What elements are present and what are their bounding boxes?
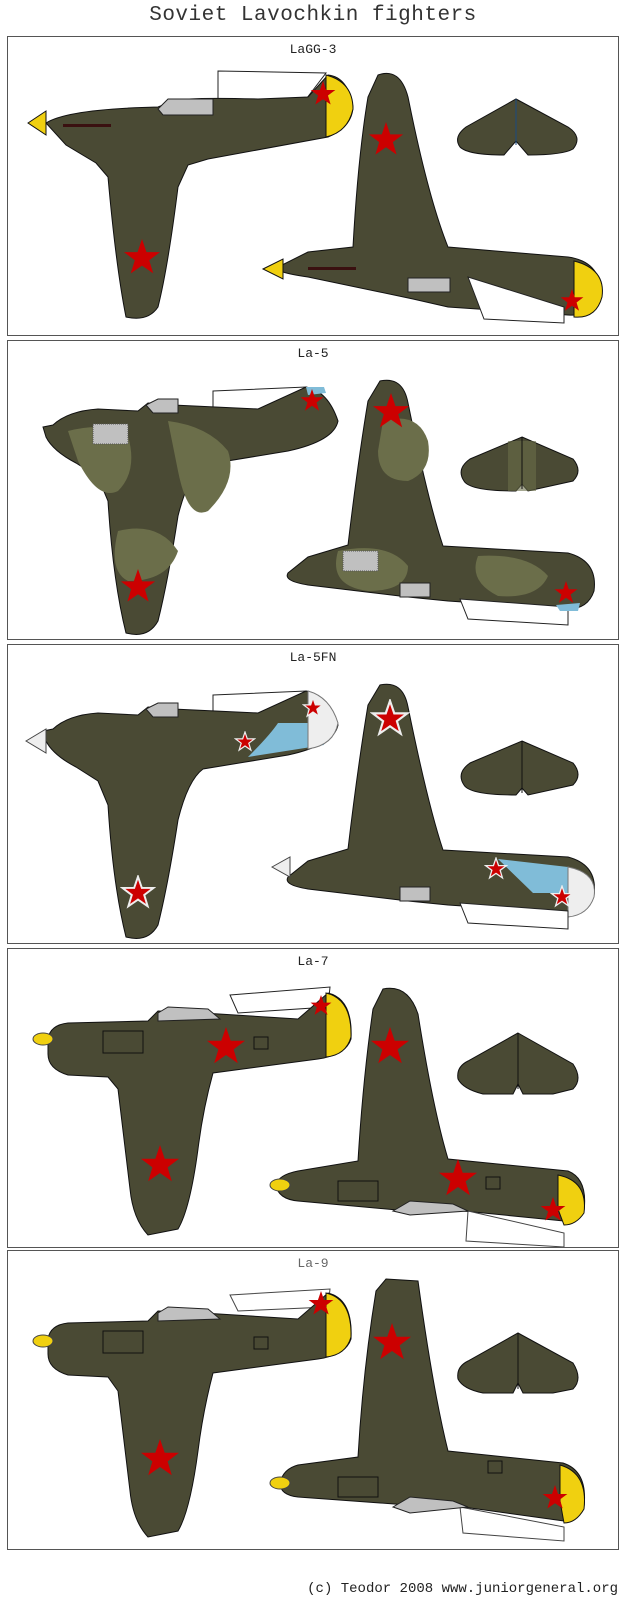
panel-title: La-9 (297, 1256, 329, 1271)
page-title: Soviet Lavochkin fighters (149, 4, 477, 27)
aircraft-illustration-la-5 (42, 379, 595, 635)
panel-title: La-5FN (289, 650, 337, 665)
aircraft-illustration-la-5fn (25, 683, 595, 939)
copyright-footer: (c) Teodor 2008 www.juniorgeneral.org (307, 1581, 618, 1597)
panel-title: LaGG-3 (289, 42, 337, 57)
panel-la-5fn: La-5FN (7, 644, 619, 944)
aircraft-illustration-la-7 (32, 986, 586, 1247)
panel-lagg-3: LaGG-3 (7, 36, 619, 336)
panel-la-9: La-9 (7, 1250, 619, 1550)
panel-la-5: La-5 (7, 340, 619, 640)
panel-title: La-7 (297, 954, 329, 969)
panel-la-7: La-7 (7, 948, 619, 1248)
panel-title: La-5 (297, 346, 329, 361)
aircraft-illustration-la-9 (32, 1278, 586, 1542)
aircraft-illustration-lagg-3 (27, 70, 603, 324)
